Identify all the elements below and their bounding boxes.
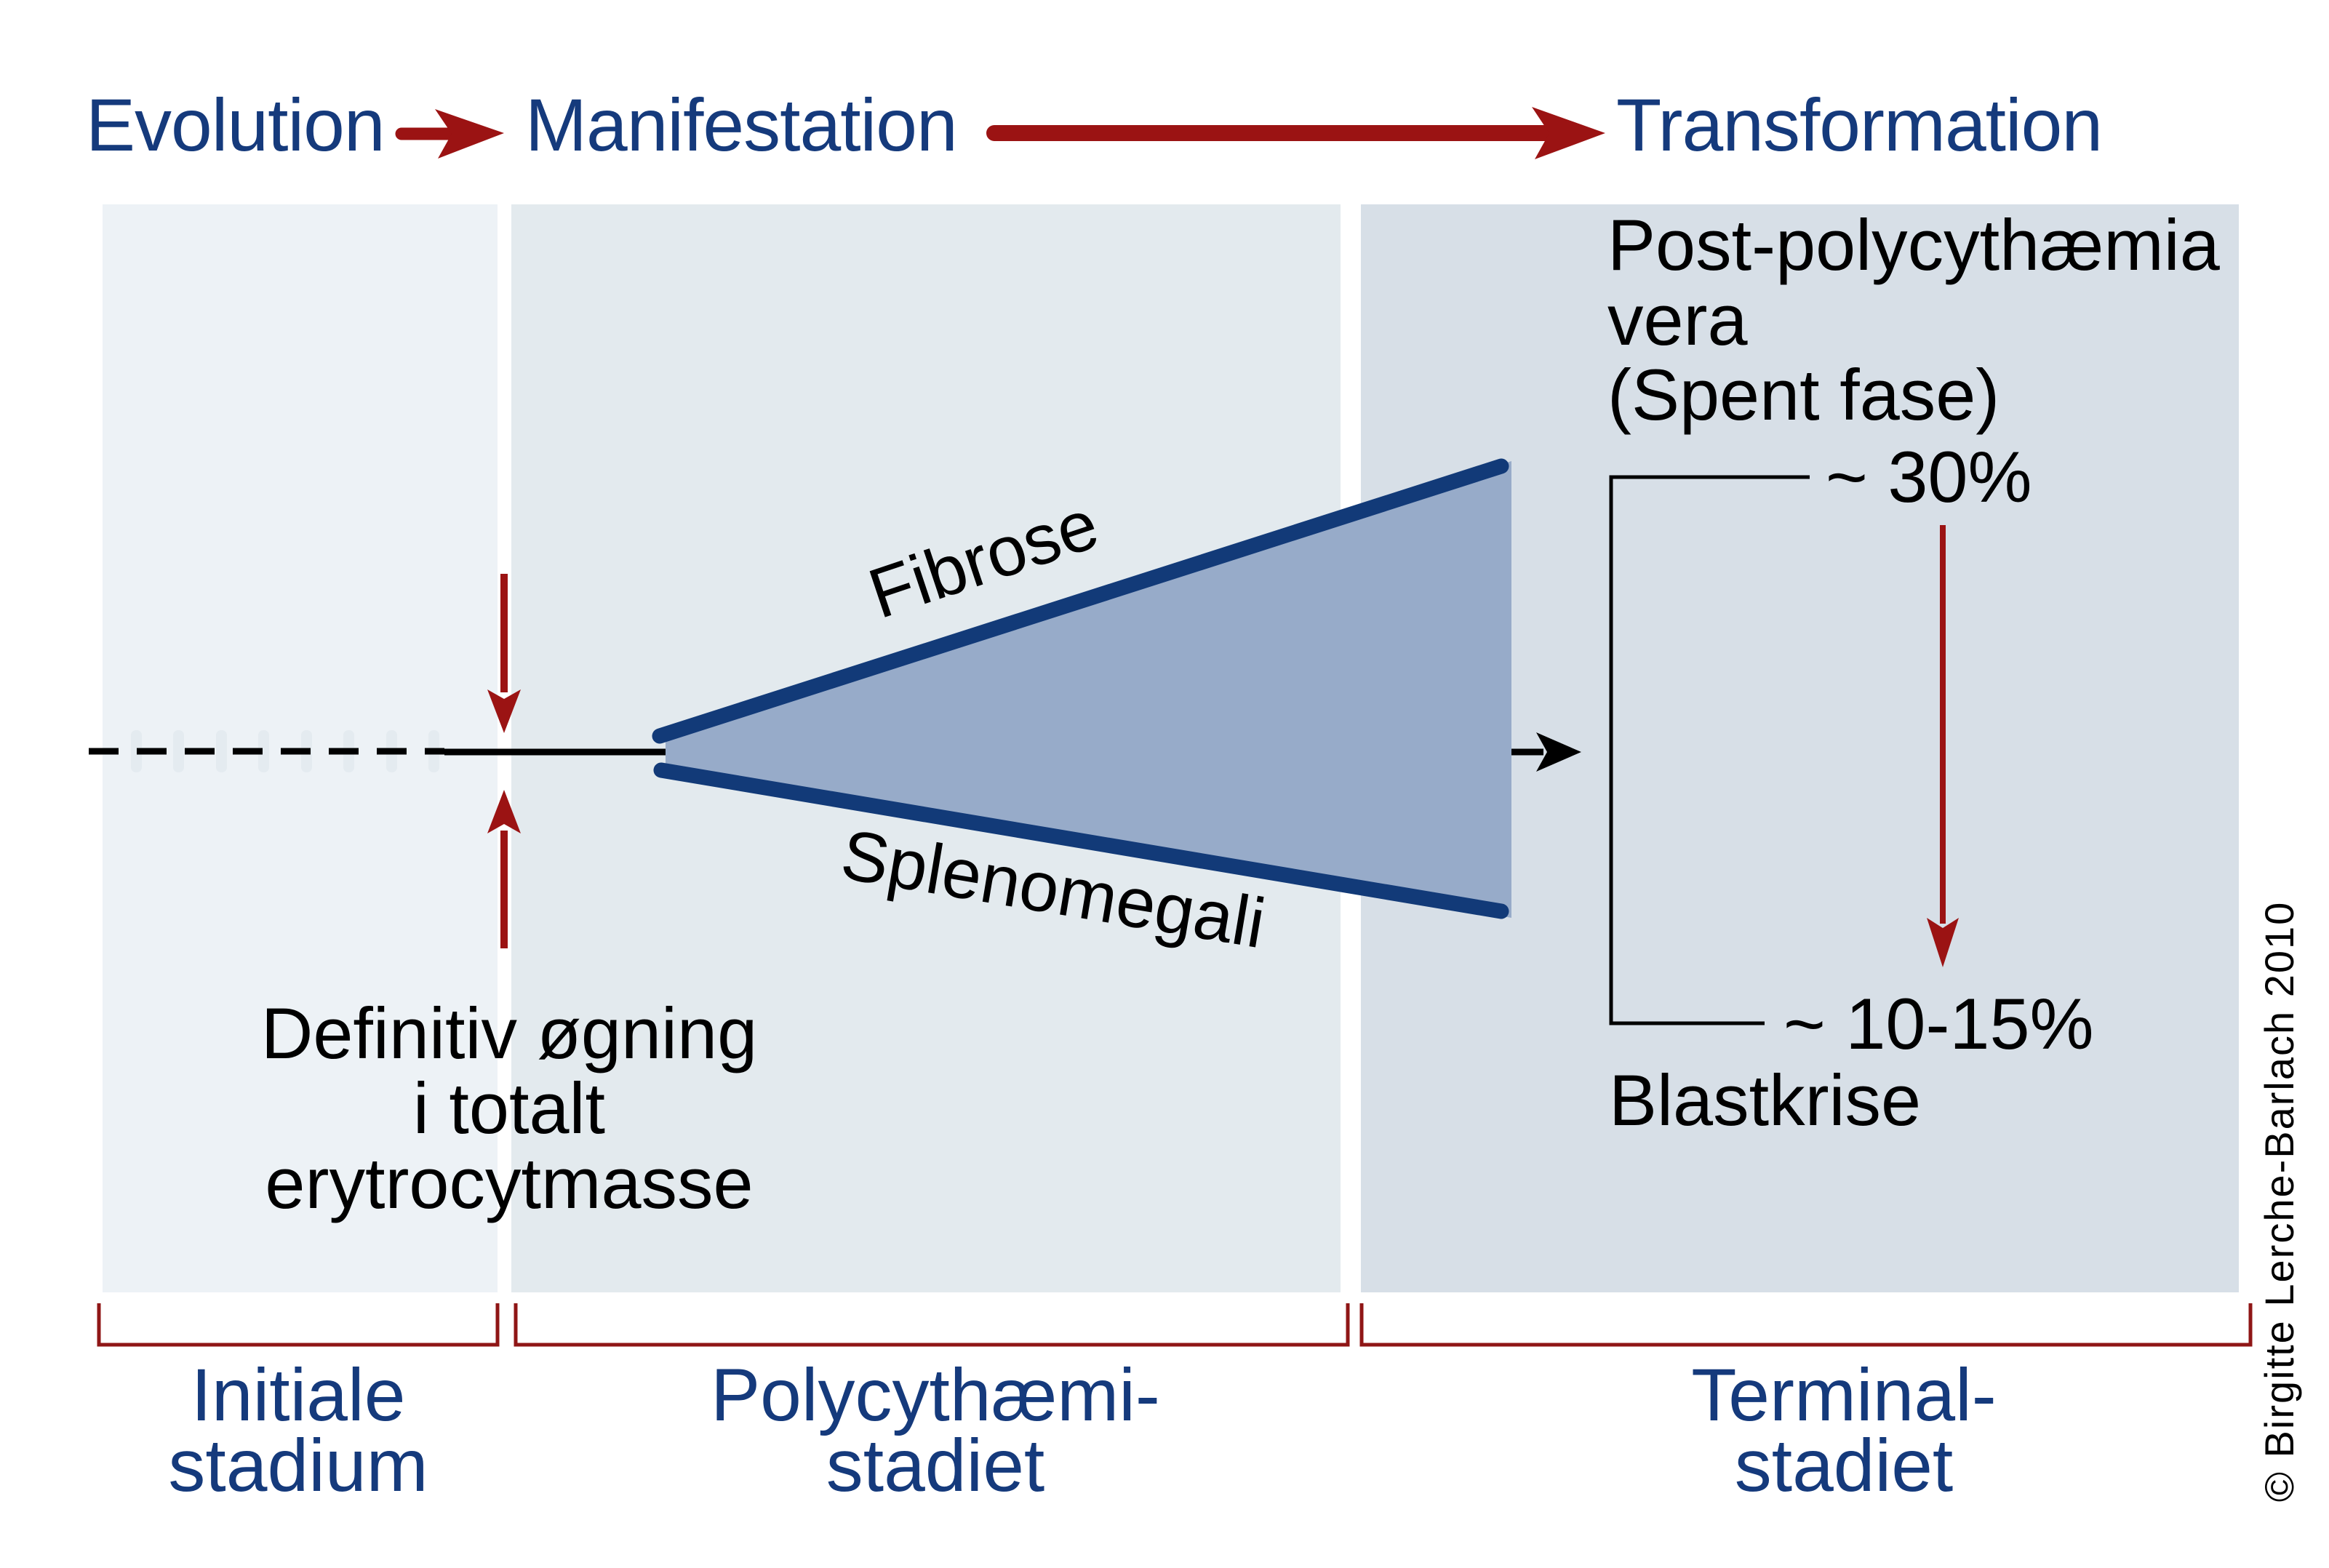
stage-label-terminal-line1: Terminal- <box>1691 1353 1997 1436</box>
stage-label-polycythaemic-line1: Polycythæmi- <box>711 1353 1160 1436</box>
blast-crisis-label: Blastkrise <box>1609 1060 1922 1140</box>
increase-note-line1: Definitiv øgning <box>260 993 758 1073</box>
stage-bracket-terminal <box>1359 1303 2253 1347</box>
red-down-arrow-icon <box>487 574 521 733</box>
stage-bracket-polycythaemic <box>514 1303 1350 1347</box>
outcome-bracket <box>1609 475 1810 1025</box>
spent-phase-note: Post-polycythæmia vera (Spent fase) <box>1607 207 2220 432</box>
progression-wedge <box>652 458 1511 919</box>
header-manifestation-label: Manifestation <box>525 84 958 167</box>
spent-phase-percentage: ~ 30% <box>1826 436 2032 517</box>
stage-label-initial-line1: Initiale <box>191 1353 406 1436</box>
stage-label-initial: Initiale stadium <box>44 1353 553 1507</box>
wedge-bottom-edge <box>653 762 1509 919</box>
increase-note: Definitiv øgning i totalt erytrocytmasse <box>261 996 757 1220</box>
stage-label-polycythaemic-line2: stadiet <box>826 1424 1045 1507</box>
stage-label-polycythaemic: Polycythæmi- stadiet <box>681 1353 1190 1507</box>
red-up-arrow-icon <box>487 790 521 948</box>
blast-crisis-percentage: ~ 10-15% <box>1783 983 2094 1064</box>
stage-bracket-initial <box>97 1303 500 1347</box>
stage-label-terminal: Terminal- stadiet <box>1589 1353 2098 1507</box>
stage-label-terminal-line2: stadiet <box>1734 1424 1954 1507</box>
header-evolution-label: Evolution <box>86 84 385 167</box>
increase-note-line2: i totalt <box>412 1068 606 1148</box>
spent-phase-line1: Post-polycythæmia <box>1607 204 2220 285</box>
wedge-fill <box>666 461 1511 918</box>
copyright-credit: © Birgitte Lerche-Barlach 2010 <box>2256 900 2302 1503</box>
spent-phase-line2: vera <box>1607 279 1748 360</box>
stage-label-initial-line2: stadium <box>168 1424 428 1507</box>
wedge-top-edge <box>652 458 1509 744</box>
baseline-arrowhead-icon <box>1536 732 1581 772</box>
header-transformation-label: Transformation <box>1616 84 2103 167</box>
baseline-tick-marks <box>131 730 439 772</box>
increase-note-line3: erytrocytmasse <box>265 1143 754 1223</box>
header-long-arrow-icon <box>986 107 1605 159</box>
spent-phase-line3: (Spent fase) <box>1607 354 2000 435</box>
transformation-red-arrow-icon <box>1927 525 1959 967</box>
header-short-arrow-icon <box>395 109 504 159</box>
